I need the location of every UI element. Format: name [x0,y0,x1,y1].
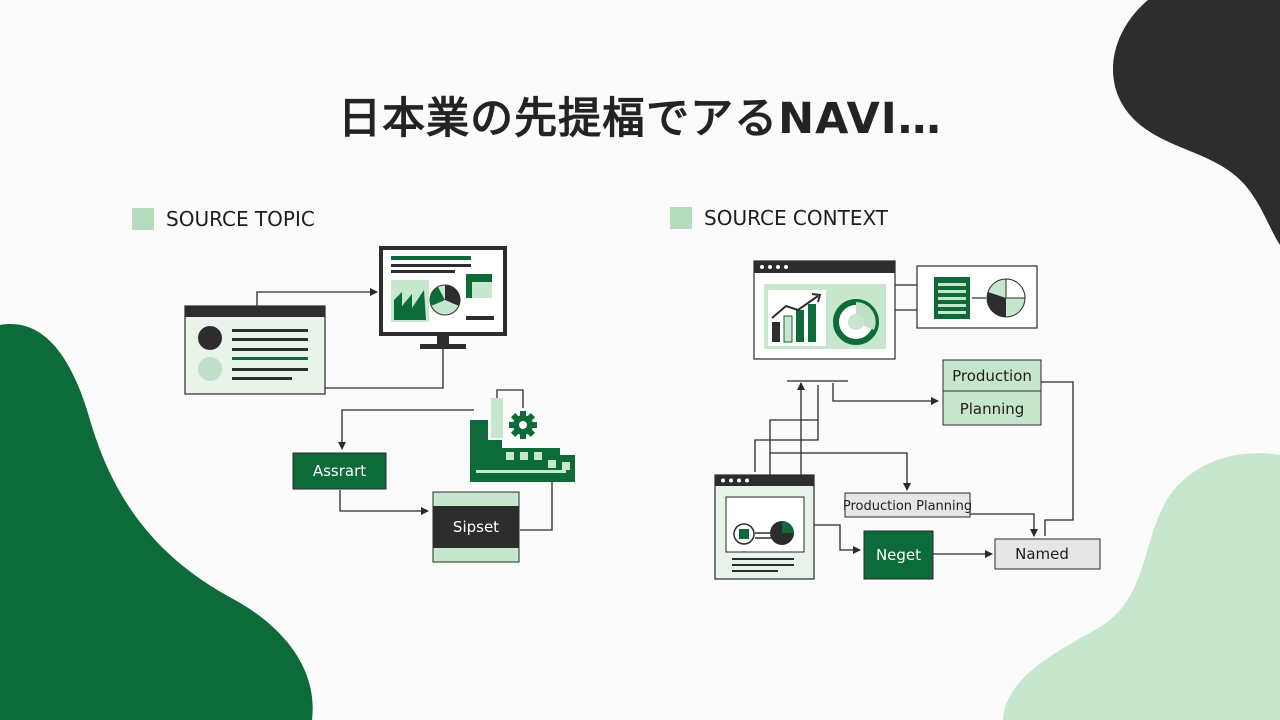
node-production-planning-stack: Production Planning [942,359,1042,426]
node-production-planning-label: Production Planning [843,499,972,514]
node-named: Named [994,538,1101,570]
charcoal-blob-top-right [1112,0,1280,245]
context-label-text: SOURCE CONTEXT [704,206,889,230]
green-blob-bottom-left [0,324,313,720]
node-neget: Neget [863,530,934,580]
section-label-topic: SOURCE TOPIC [132,207,315,231]
topic-connectors [256,288,553,531]
context-connectors [754,284,1074,558]
slide-title: 日本業の先提楅でアるNAVI… [338,94,942,144]
node-production-planning: Production Planning [843,492,972,518]
node-planning-label: Planning [960,400,1025,418]
topic-factory-icon [470,398,575,482]
topic-monitor [379,246,507,349]
topic-label-text: SOURCE TOPIC [166,207,315,231]
gear-icon [509,411,537,439]
light-green-blob-bottom-right [1003,453,1280,720]
section-label-context: SOURCE CONTEXT [670,206,888,230]
topic-document-card [184,305,326,395]
topic-swatch [132,208,154,230]
context-dashboard-window [753,260,896,360]
node-production-label: Production [952,367,1032,385]
context-doc-window [714,474,815,580]
context-swatch [670,207,692,229]
node-named-label: Named [1015,545,1069,563]
node-sipset: Sipset [432,491,520,563]
node-neget-label: Neget [876,546,921,564]
node-assrart-label: Assrart [313,462,366,480]
node-sipset-label: Sipset [453,518,499,536]
context-report-panel [916,265,1038,329]
node-assrart: Assrart [292,452,387,490]
